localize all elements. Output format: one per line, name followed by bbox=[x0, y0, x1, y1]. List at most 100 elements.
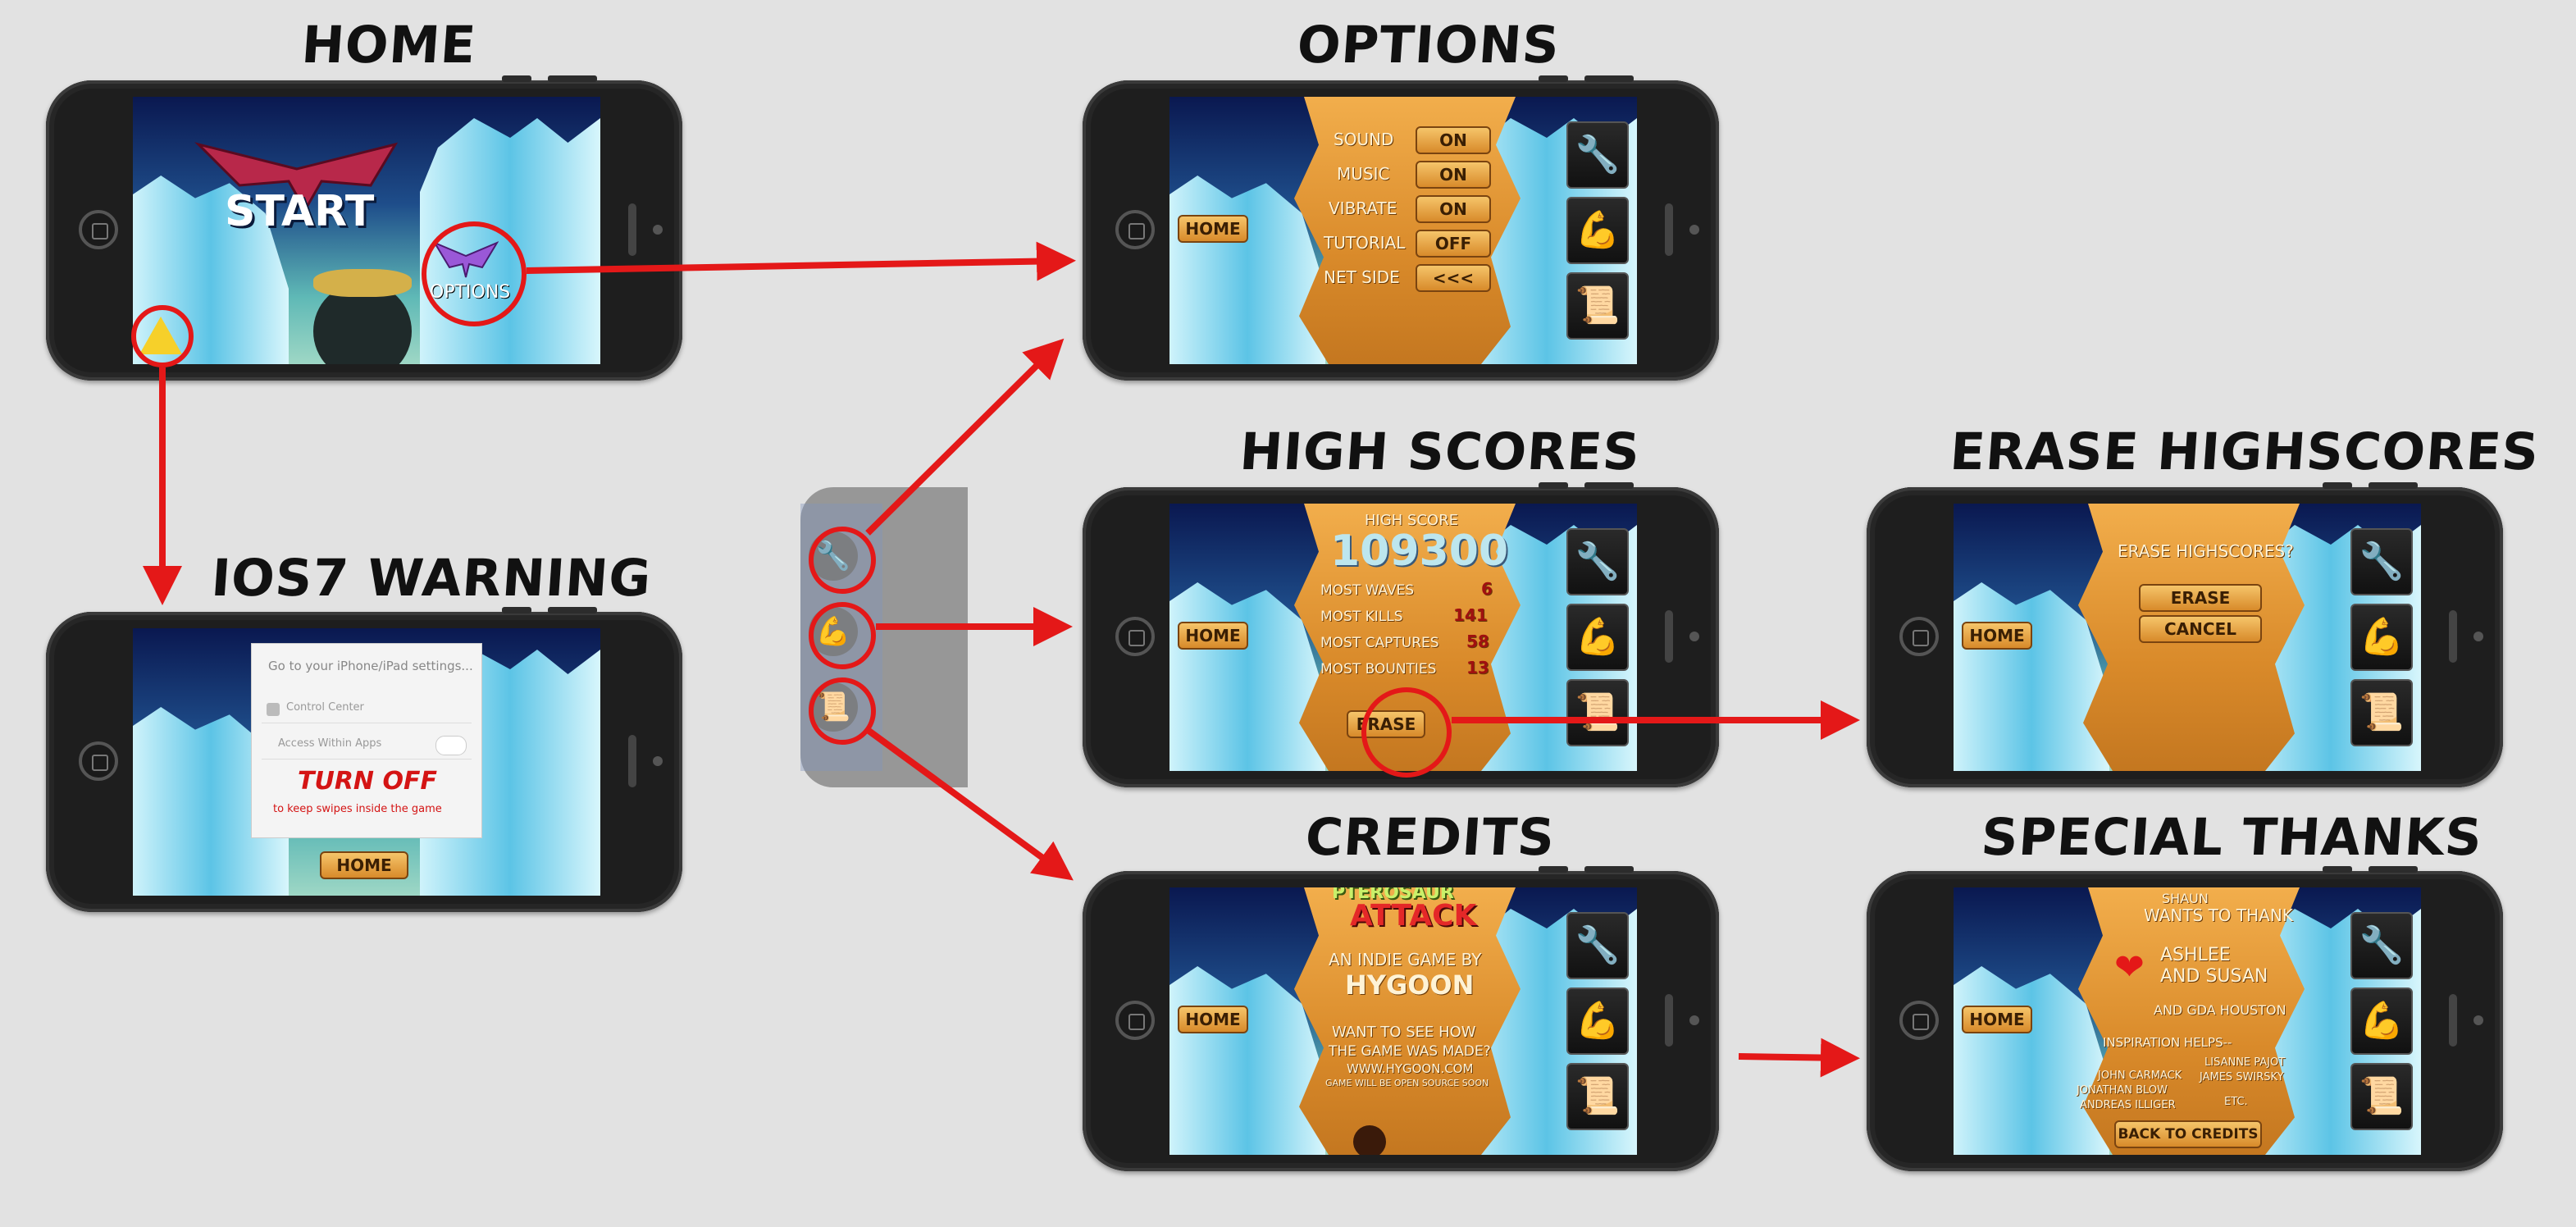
most-bounties-value: 13 bbox=[1466, 658, 1489, 677]
warning-highlight-ring bbox=[131, 305, 194, 367]
scroll-icon[interactable]: 📜 bbox=[1566, 272, 1629, 340]
control-center-label: Control Center bbox=[286, 701, 364, 714]
thanks-line-3: AND GDA HOUSTON bbox=[2154, 1002, 2286, 1018]
erase-highscores-phone: HOME ERASE HIGHSCORES? ERASE CANCEL 🔧 💪 … bbox=[1867, 482, 2503, 787]
special-thanks-phone: HOME SHAUN WANTS TO THANK ❤ ASHLEE AND S… bbox=[1867, 866, 2503, 1171]
start-button[interactable]: START bbox=[225, 187, 375, 236]
special-thanks-screen: HOME SHAUN WANTS TO THANK ❤ ASHLEE AND S… bbox=[1954, 887, 2421, 1155]
erase-highscores-screen: HOME ERASE HIGHSCORES? ERASE CANCEL 🔧 💪 … bbox=[1954, 504, 2421, 771]
net-side-toggle[interactable]: <<< bbox=[1416, 264, 1491, 292]
scroll-icon[interactable]: 📜 bbox=[2350, 1063, 2413, 1130]
home-button[interactable]: HOME bbox=[1178, 622, 1248, 650]
muscle-man-icon[interactable]: 💪 bbox=[2350, 988, 2413, 1055]
cancel-button[interactable]: CANCEL bbox=[2139, 615, 2262, 643]
access-within-apps-label: Access Within Apps bbox=[278, 737, 382, 750]
game-made-line: THE GAME WAS MADE? bbox=[1329, 1043, 1491, 1060]
name-pajot: LISANNE PAJOT bbox=[2204, 1056, 2286, 1069]
dialog-heading: Go to your iPhone/iPad settings... bbox=[268, 659, 473, 673]
options-title: OPTIONS bbox=[1295, 15, 1562, 75]
home-button[interactable]: HOME bbox=[1962, 1006, 2032, 1033]
name-carmack: JOHN CARMACK bbox=[2098, 1070, 2182, 1082]
heart-icon: ❤ bbox=[2114, 946, 2145, 988]
scroll-icon[interactable]: 📜 bbox=[1566, 1063, 1629, 1130]
ios7-warning-screen: Go to your iPhone/iPad settings... Contr… bbox=[133, 628, 600, 896]
credits-phone: HOME PTEROSAUR ATTACK AN INDIE GAME BY H… bbox=[1083, 866, 1719, 1171]
muscle-man-icon[interactable]: 💪 bbox=[1566, 988, 1629, 1055]
special-thanks-title: SPECIAL THANKS bbox=[1979, 807, 2485, 867]
wrench-icon[interactable]: 🔧 bbox=[1566, 912, 1629, 979]
home-phone: START OPTIONS bbox=[46, 75, 682, 381]
high-score-heading: HIGH SCORE bbox=[1365, 512, 1459, 529]
character-head bbox=[1353, 1125, 1386, 1155]
thanks-line-1: ASHLEE bbox=[2160, 945, 2231, 965]
wants-to-thank: WANTS TO THANK bbox=[2144, 905, 2293, 925]
access-toggle[interactable] bbox=[435, 736, 467, 755]
wrench-icon[interactable]: 🔧 bbox=[2350, 528, 2413, 595]
high-scores-title: HIGH SCORES bbox=[1238, 422, 1643, 481]
indie-game-line: AN INDIE GAME BY bbox=[1329, 950, 1482, 969]
most-captures-label: MOST CAPTURES bbox=[1320, 635, 1439, 651]
wrench-icon[interactable]: 🔧 bbox=[1566, 121, 1629, 189]
muscle-man-icon[interactable]: 💪 bbox=[1566, 197, 1629, 264]
wrench-icon[interactable]: 🔧 bbox=[2350, 912, 2413, 979]
home-button[interactable]: HOME bbox=[1178, 1006, 1248, 1033]
studio-name: HYGOON bbox=[1345, 969, 1475, 1001]
confirm-erase-button[interactable]: ERASE bbox=[2139, 584, 2262, 612]
back-to-credits-button[interactable]: BACK TO CREDITS bbox=[2114, 1120, 2262, 1148]
most-waves-label: MOST WAVES bbox=[1320, 582, 1415, 599]
game-logo-bottom: ATTACK bbox=[1350, 899, 1477, 933]
erase-highscores-title: ERASE HIGHSCORES bbox=[1948, 422, 2542, 481]
most-kills-value: 141 bbox=[1453, 605, 1488, 625]
ios7-warning-title: IOS7 WARNING bbox=[209, 548, 654, 608]
arrow-credits-to-thanks bbox=[1738, 1038, 1860, 1078]
scroll-icon[interactable]: 📜 bbox=[2350, 679, 2413, 746]
pterosaur-icon bbox=[194, 142, 399, 210]
access-within-apps-row: Access Within Apps bbox=[262, 732, 472, 759]
muscle-man-icon[interactable]: 💪 bbox=[1566, 604, 1629, 671]
credits-title: CREDITS bbox=[1303, 807, 1557, 867]
most-captures-value: 58 bbox=[1466, 632, 1489, 651]
vibrate-toggle[interactable]: ON bbox=[1416, 195, 1491, 223]
most-bounties-label: MOST BOUNTIES bbox=[1320, 661, 1437, 677]
home-button[interactable]: HOME bbox=[320, 851, 408, 879]
options-screen: HOME SOUND ON MUSIC ON VIBRATE ON TUTORI… bbox=[1169, 97, 1637, 364]
high-scores-screen: HOME HIGH SCORE 109300 MOST WAVES 6 MOST… bbox=[1169, 504, 1637, 771]
home-button[interactable]: HOME bbox=[1962, 622, 2032, 650]
erase-highlight-ring bbox=[1361, 687, 1452, 778]
game-logo-top: PTEROSAUR bbox=[1332, 887, 1454, 903]
turn-off-note: to keep swipes inside the game bbox=[273, 803, 442, 815]
home-screen: START OPTIONS bbox=[133, 97, 600, 364]
high-score-value: 109300 bbox=[1330, 527, 1509, 576]
music-toggle[interactable]: ON bbox=[1416, 161, 1491, 189]
options-highlight-ring bbox=[422, 221, 527, 326]
options-phone: HOME SOUND ON MUSIC ON VIBRATE ON TUTORI… bbox=[1083, 75, 1719, 381]
erase-question: ERASE HIGHSCORES? bbox=[2118, 541, 2294, 561]
sound-label: SOUND bbox=[1334, 130, 1394, 149]
muscle-man-icon[interactable]: 💪 bbox=[2350, 604, 2413, 671]
name-illiger: ANDREAS ILLIGER bbox=[2080, 1099, 2176, 1111]
sound-toggle[interactable]: ON bbox=[1416, 126, 1491, 154]
thanks-line-2: AND SUSAN bbox=[2160, 966, 2268, 987]
wrench-icon[interactable]: 🔧 bbox=[1566, 528, 1629, 595]
most-kills-label: MOST KILLS bbox=[1320, 609, 1403, 625]
most-waves-value: 6 bbox=[1481, 579, 1493, 599]
scroll-icon[interactable]: 📜 bbox=[1566, 679, 1629, 746]
tutorial-label: TUTORIAL bbox=[1324, 233, 1406, 253]
want-to-see-line: WANT TO SEE HOW bbox=[1332, 1024, 1476, 1041]
tutorial-toggle[interactable]: OFF bbox=[1416, 230, 1491, 258]
name-blow: JONATHAN BLOW bbox=[2077, 1084, 2168, 1097]
thanker-name: SHAUN bbox=[2162, 891, 2209, 906]
scroll-highlight-ring bbox=[809, 677, 876, 745]
control-center-icon bbox=[267, 703, 280, 716]
turn-off-text: TURN OFF bbox=[298, 767, 437, 796]
website-link[interactable]: WWW.HYGOON.COM bbox=[1347, 1061, 1474, 1076]
name-etc: ETC. bbox=[2224, 1096, 2248, 1108]
open-source-note: GAME WILL BE OPEN SOURCE SOON bbox=[1325, 1078, 1489, 1088]
music-label: MUSIC bbox=[1337, 164, 1390, 184]
wrench-highlight-ring bbox=[809, 527, 876, 594]
name-swirsky: JAMES SWIRSKY bbox=[2200, 1071, 2284, 1083]
device-home-button bbox=[79, 210, 118, 249]
credits-screen: HOME PTEROSAUR ATTACK AN INDIE GAME BY H… bbox=[1169, 887, 1637, 1155]
muscle-highlight-ring bbox=[809, 602, 876, 669]
home-button[interactable]: HOME bbox=[1178, 215, 1248, 243]
